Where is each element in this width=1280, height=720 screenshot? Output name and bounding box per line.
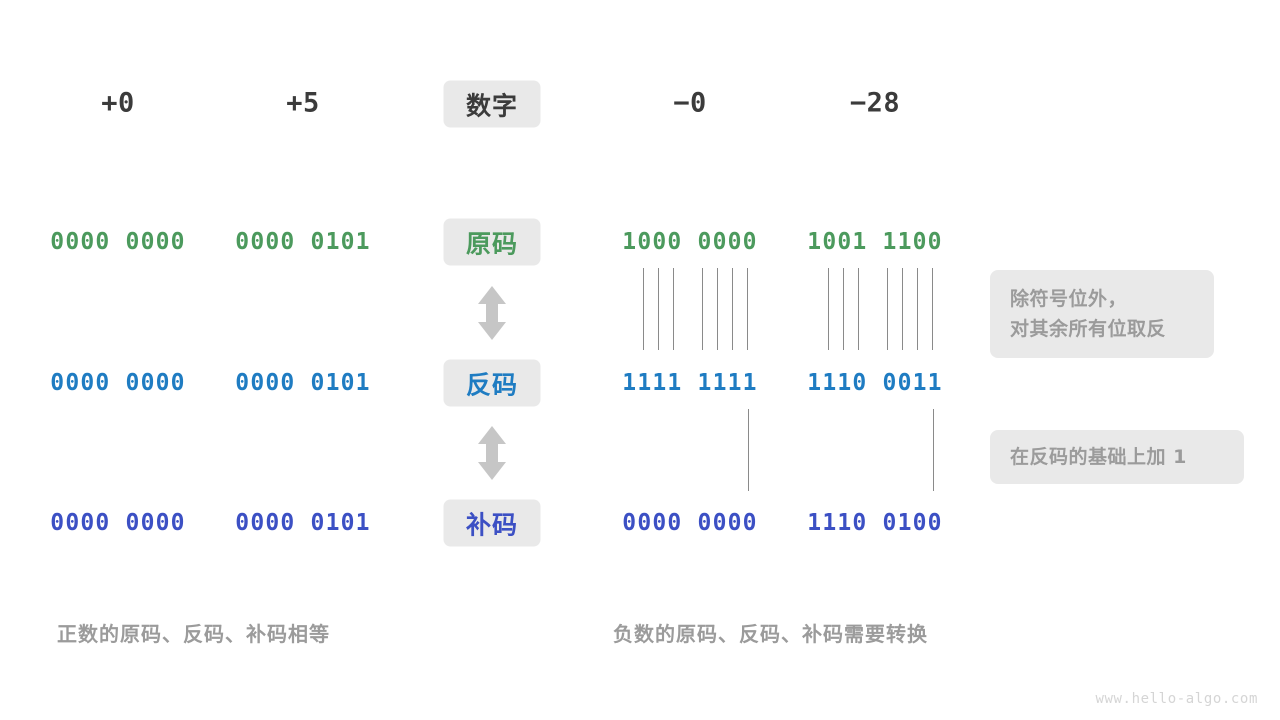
column-header-minus-28: −28 [849,87,901,119]
connector-line [717,268,718,350]
row-label-sign-magnitude: 原码 [443,218,541,266]
watermark: www.hello-algo.com [1095,691,1258,707]
row-label-twos-complement: 补码 [443,499,541,547]
connector-line [887,268,888,350]
caption-positive: 正数的原码、反码、补码相等 [57,622,330,646]
connector-line [843,268,844,350]
connector-line [858,268,859,350]
note-line: 除符号位外， [1010,288,1128,310]
connector-line [902,268,903,350]
note-add-one-to-ones-complement: 在反码的基础上加 1 [990,430,1244,484]
double-arrow-icon [475,425,509,481]
connector-line [747,268,748,350]
note-line: 对其余所有位取反 [1010,318,1167,340]
bits-ones-complement-plus-five: 0000 0101 [235,370,371,396]
connector-line [702,268,703,350]
bits-sign-magnitude-minus-28: 1001 1100 [807,229,943,255]
bits-sign-magnitude-minus-zero: 1000 0000 [622,229,758,255]
connector-line [732,268,733,350]
bits-twos-complement-minus-28: 1110 0100 [807,510,943,536]
connector-line [643,268,644,350]
connector-line [658,268,659,350]
connector-line [933,409,934,491]
bits-sign-magnitude-plus-five: 0000 0101 [235,229,371,255]
connector-line [673,268,674,350]
row-label-number: 数字 [443,80,541,128]
note-line: 在反码的基础上加 1 [1010,446,1187,468]
bits-sign-magnitude-plus-zero: 0000 0000 [50,229,186,255]
column-header-plus-zero: +0 [101,87,135,119]
connector-line [748,409,749,491]
caption-negative: 负数的原码、反码、补码需要转换 [613,622,928,646]
bits-twos-complement-plus-five: 0000 0101 [235,510,371,536]
column-header-plus-five: +5 [286,87,320,119]
bits-twos-complement-plus-zero: 0000 0000 [50,510,186,536]
column-header-minus-zero: −0 [673,87,707,119]
connector-line [917,268,918,350]
note-invert-non-sign-bits: 除符号位外， 对其余所有位取反 [990,270,1214,358]
bits-ones-complement-plus-zero: 0000 0000 [50,370,186,396]
row-label-ones-complement: 反码 [443,359,541,407]
double-arrow-icon [475,285,509,341]
bits-ones-complement-minus-zero: 1111 1111 [622,370,758,396]
bits-twos-complement-minus-zero: 0000 0000 [622,510,758,536]
connector-line [932,268,933,350]
bits-ones-complement-minus-28: 1110 0011 [807,370,943,396]
connector-line [828,268,829,350]
